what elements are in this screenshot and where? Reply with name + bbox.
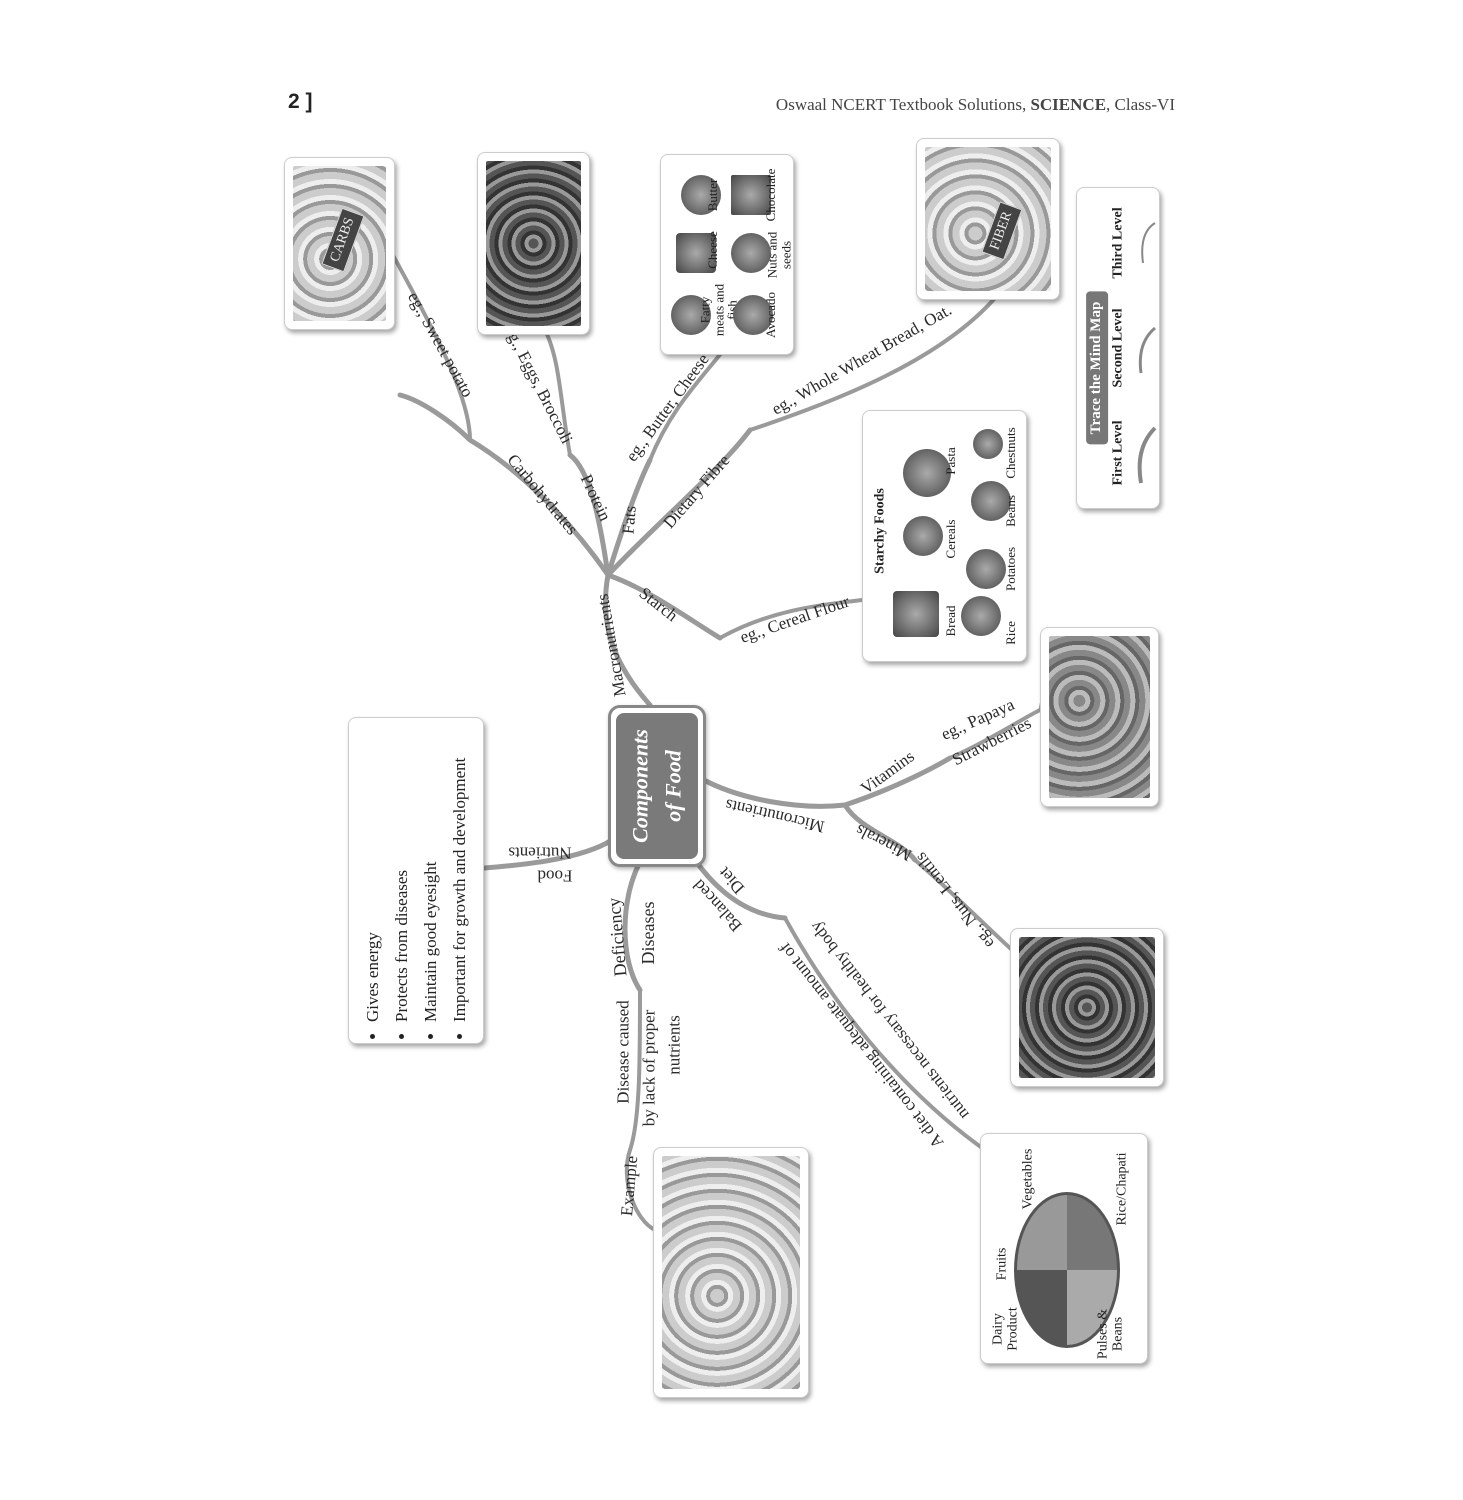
branch-vitamins [842,755,953,808]
branch-micronutrients [697,775,848,809]
book-title-prefix: Oswaal NCERT Textbook Solutions, [775,95,1031,114]
protein-photo [486,161,581,326]
nutrient-function-item: Maintain good eyesight [416,722,445,1022]
book-title: Oswaal NCERT Textbook Solutions, SCIENCE… [776,95,1175,115]
protein-image-card [477,152,590,335]
book-subject: SCIENCE [1030,95,1107,114]
branch-macronutrients [602,572,653,708]
branch-deficiency-def [628,988,642,1152]
nutrient-function-item: Important for growth and development [445,722,474,1021]
plate-item-rice-chapati: Rice/Chapati [1114,1152,1130,1226]
fatty-meat-image [671,295,711,335]
label-deficiency-def-3: nutrients [664,1015,684,1075]
branch-fats-example [648,350,724,462]
plate-item-pulses-beans: Pulses & Beans [1095,1308,1125,1360]
branch-example [624,1148,657,1232]
center-node: Components of Food [608,705,706,867]
page-number: 2 ] [288,90,313,113]
branch-fibre-example [748,296,997,432]
branch-deficiency [622,859,643,993]
beans-image [971,481,1011,521]
nuts-photo [1019,937,1155,1078]
branch-food-nutrients [482,837,615,871]
branch-minerals [842,802,918,863]
trace-mind-map-box: Trace the Mind Map First Level Second Le… [1076,187,1160,509]
rice-image [961,596,1001,636]
first-level-arc [1137,426,1157,484]
nutrient-functions-box: Gives energy Protects from diseases Main… [348,717,484,1044]
cereals-image [903,516,943,556]
plate-item-vegetables: Vegetables [1020,1148,1036,1210]
branch-minerals-example [913,858,1014,952]
nutrient-function-item: Protects from diseases [387,722,416,1021]
starchy-item-bread: Bread [943,605,959,637]
label-deficiency-def-2: by lack of proper [639,1009,659,1127]
nutrient-functions-list: Gives energy Protects from diseases Main… [358,722,474,1040]
center-title-line1: Components [627,729,653,843]
fats-item-butter: Butter [705,178,721,212]
butter-image [681,175,721,215]
deficiency-image-card [653,1147,809,1398]
center-title-line2: of Food [660,750,686,822]
book-title-suffix: , Class-VI [1106,95,1175,114]
branch-fibre [605,427,753,578]
label-deficiency-def-1: Disease caused [613,1000,633,1104]
nutrient-function-item: Gives energy [358,722,387,1022]
fibre-image-card: FIBER [916,138,1060,300]
chocolate-image [731,175,771,215]
label-food-nutrients-2: Food [537,866,573,886]
center-node-inner: Components of Food [616,713,698,859]
branch-balanced-def [783,916,987,1152]
carbs-image-card: CARBS [284,157,395,330]
chestnuts-image [973,429,1003,459]
balanced-diet-plate-card: Dairy Product Fruits Vegetables Rice/Cha… [980,1133,1148,1364]
nuts-image [731,233,771,273]
starchy-foods-title: Starchy Foods [872,488,888,574]
branch-carbohydrates [397,392,611,578]
second-level-arc [1138,326,1157,374]
branch-protein-example [543,328,572,457]
pasta-image [903,449,951,497]
label-deficiency-2: Diseases [638,901,659,965]
branch-protein [567,452,611,578]
branch-vitamins-example [948,708,1042,760]
fats-item-avocado: Avocado [763,292,779,338]
label-food-nutrients-1: Nutrients [508,843,572,863]
third-level-arc [1141,222,1156,264]
plate-item-fruits: Fruits [994,1247,1010,1281]
starchy-item-rice: Rice [1003,621,1019,645]
food-plate-image [1014,1192,1120,1348]
fruits-vegetables-photo [1049,636,1150,798]
branch-fats [605,457,653,578]
vitamins-image-card [1040,627,1159,807]
fats-item-cheese: Cheese [705,231,721,269]
starchy-item-chestnuts: Chestnuts [1003,427,1019,479]
trace-level-arcs [1137,222,1157,484]
fats-item-chocolate: Chocolate [763,168,779,222]
starchy-item-cereals: Cereals [943,519,959,559]
avocado-image [733,295,773,335]
deficiency-diseases-photo [662,1156,800,1389]
starchy-foods-card: Starchy Foods Bread Rice Cereals Potatoe… [862,410,1027,662]
starchy-item-pasta: Pasta [943,447,959,475]
bread-image [893,591,939,637]
branch-starch-example [718,598,864,640]
potatoes-image [966,549,1006,589]
label-fats: Fats [618,504,640,535]
fibre-photo [925,147,1051,291]
starchy-item-beans: Beans [1003,495,1019,527]
branch-balanced [692,857,788,921]
fats-item-nuts: Nuts and seeds [764,231,793,279]
fats-image-card: Butter Chocolate Cheese Nuts and seeds F… [660,154,794,355]
minerals-image-card [1010,928,1164,1087]
branch-carb-example [388,248,472,442]
branch-starch [605,572,723,641]
cheese-image [676,233,716,273]
starchy-item-potatoes: Potatoes [1003,546,1019,592]
plate-item-dairy: Dairy Product [990,1307,1020,1351]
